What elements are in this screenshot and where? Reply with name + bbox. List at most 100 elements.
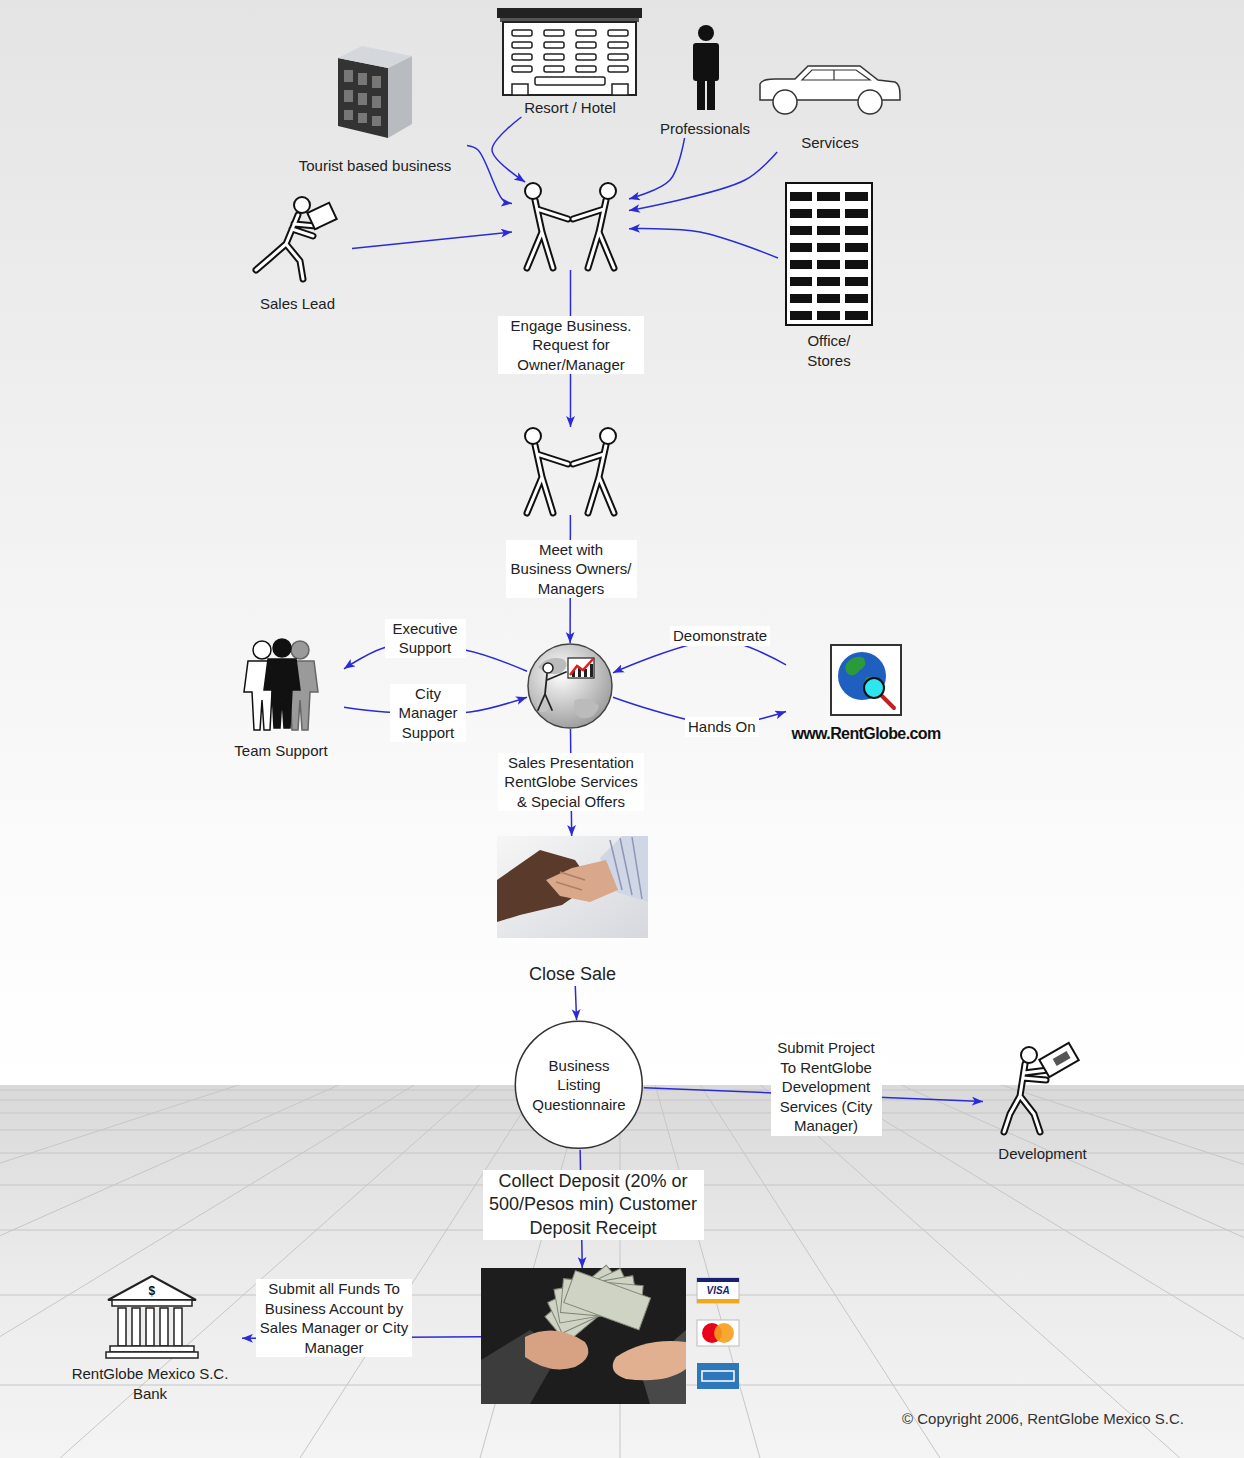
bank-icon <box>118 1308 126 1346</box>
car-icon <box>773 90 797 114</box>
meeting-figures <box>525 428 616 444</box>
presentation-globe <box>538 672 566 710</box>
hotel-icon <box>612 84 628 95</box>
meeting-figures <box>527 200 614 268</box>
questionnaire-circle: Business Listing Questionnaire <box>514 1020 644 1150</box>
presentation-globe <box>528 644 612 728</box>
connector-arrow <box>629 138 685 199</box>
card-logos <box>697 1299 739 1303</box>
money-photo <box>525 1331 588 1370</box>
card-logos <box>702 1371 734 1381</box>
node-caption: Resort / Hotel <box>495 98 645 118</box>
server-icon <box>344 70 381 126</box>
car-icon <box>802 70 870 80</box>
node-caption: Sales Lead <box>245 294 350 314</box>
presentation-globe <box>568 658 594 678</box>
hotel-icon <box>497 8 642 18</box>
hotel-icon <box>512 30 532 36</box>
hotel-icon <box>512 30 628 95</box>
node-caption: RentGlobe Mexico S.C. Bank <box>60 1364 240 1403</box>
edge-label: Meet with Business Owners/ Managers <box>506 540 637 599</box>
connector-arrow <box>352 232 512 248</box>
edge-label: Hands On <box>685 717 759 737</box>
presentation-globe <box>538 658 567 674</box>
bank-icon <box>146 1308 154 1346</box>
hotel-icon <box>497 8 642 95</box>
icon-node: Services <box>753 60 907 152</box>
website-icon <box>831 645 901 715</box>
card-logos <box>714 1323 734 1343</box>
bank-icon <box>174 1308 182 1346</box>
development-figure <box>1004 1043 1079 1132</box>
office-building <box>786 183 872 325</box>
money-photo <box>481 1268 686 1404</box>
office-building <box>790 277 812 286</box>
server-icon <box>358 73 367 85</box>
icon-node: Sales Lead <box>243 195 352 313</box>
node-caption: Services <box>755 133 905 153</box>
presentation-globe <box>543 663 553 673</box>
node-caption: www.RentGlobe.com <box>788 724 944 745</box>
office-building <box>817 294 840 303</box>
icon-node: www.RentGlobe.com <box>786 645 946 745</box>
presentation-globe <box>528 644 612 728</box>
office-building <box>790 311 812 320</box>
office-building <box>817 192 840 201</box>
server-icon <box>358 93 367 105</box>
hotel-icon <box>576 54 596 60</box>
office-building <box>786 183 872 325</box>
handshake-photo <box>556 872 585 890</box>
hotel-icon <box>576 30 596 36</box>
icon-node: Office/ Stores <box>778 180 880 370</box>
node-caption: Development <box>985 1144 1100 1164</box>
hotel-icon <box>512 66 532 72</box>
professional-figure <box>698 25 714 41</box>
bank-icon <box>110 1346 194 1352</box>
bank-icon <box>106 1276 198 1358</box>
server-icon <box>344 90 353 102</box>
server-icon <box>344 110 353 120</box>
meeting-figures <box>527 200 614 268</box>
office-building <box>845 226 868 235</box>
icon-node: Development <box>983 1045 1102 1163</box>
team-figures <box>264 639 300 728</box>
icon-node <box>512 182 629 270</box>
icon-node <box>527 643 613 729</box>
office-building <box>817 226 840 235</box>
office-building <box>845 260 868 269</box>
development-figure <box>1039 1043 1078 1077</box>
money-photo <box>545 1265 651 1342</box>
meeting-figures <box>525 428 616 513</box>
sales-lead-figure <box>256 215 316 279</box>
hotel-icon <box>512 84 528 95</box>
money-photo <box>613 1341 686 1380</box>
professional-figure <box>697 79 705 110</box>
currency-symbol: $ <box>149 1284 156 1298</box>
server-icon <box>338 46 412 68</box>
background <box>620 1085 1244 1458</box>
copyright-note: © Copyright 2006, RentGlobe Mexico S.C. <box>902 1410 1184 1428</box>
development-figure <box>1039 1043 1078 1077</box>
website-icon <box>838 652 886 700</box>
professional-figure <box>707 79 715 110</box>
professional-figure <box>693 25 719 110</box>
hotel-icon <box>608 30 628 36</box>
sales-lead-figure <box>256 215 316 279</box>
car-icon <box>833 70 834 80</box>
website-icon <box>864 678 884 698</box>
icon-node <box>481 1268 686 1404</box>
card-logos <box>697 1278 739 1389</box>
office-building <box>817 209 840 218</box>
hotel-icon <box>608 42 628 48</box>
handshake-photo <box>620 838 632 895</box>
connector-arrow <box>575 986 576 1020</box>
development-figure <box>1004 1064 1048 1132</box>
professional-figure <box>693 43 719 81</box>
server-icon <box>372 116 381 126</box>
office-building <box>845 311 868 320</box>
node-caption: Close Sale <box>497 963 648 986</box>
bank-icon <box>118 1308 182 1346</box>
office-building <box>790 192 812 201</box>
hotel-icon <box>576 42 596 48</box>
bank-icon <box>106 1352 198 1358</box>
